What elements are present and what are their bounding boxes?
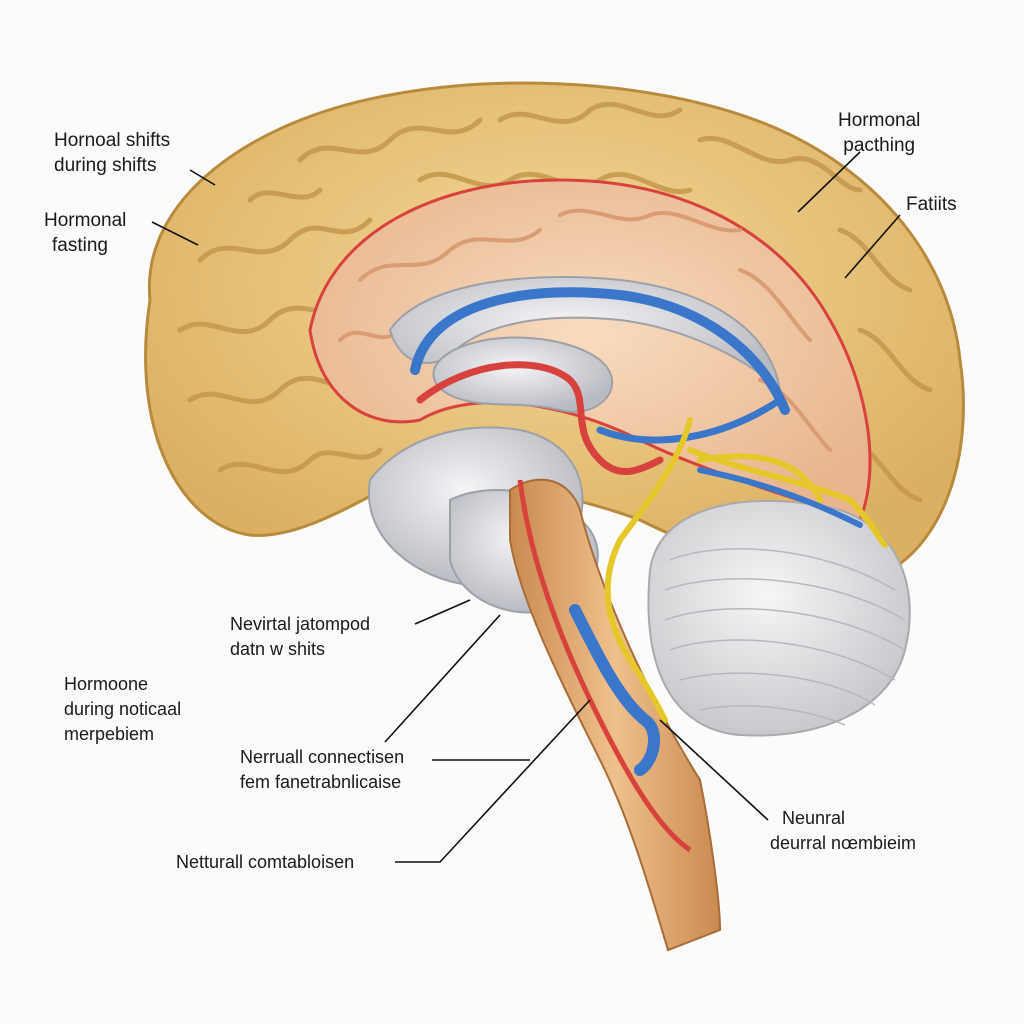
label-line: Hormonal [44, 210, 127, 231]
leader-mid-1 [414, 599, 471, 625]
cerebellum [647, 499, 911, 737]
label-line: datn w shits [230, 639, 326, 659]
red-vessel [416, 361, 664, 476]
label-neunral: Neunral deurral nœmbieim [770, 806, 916, 856]
label-line: merpebiem [64, 724, 155, 744]
label-line: deurral nœmbieim [770, 833, 917, 853]
label-line: Nevirtal jatompod [230, 614, 371, 634]
label-netturall: Netturall comtabloisen [176, 850, 354, 875]
label-fatiits: Fatiits [906, 192, 957, 217]
label-hormoone: Hormoone during noticaal merpebiem [64, 672, 181, 747]
label-hormonal-fasting: Hormonal fasting [44, 208, 126, 258]
leader-top-right-2 [844, 214, 901, 279]
label-line: Netturall comtabloisen [176, 852, 355, 872]
label-line: during shifts [54, 155, 157, 176]
inner-cortex [308, 178, 872, 522]
leader-bottom-right [659, 719, 769, 821]
leader-mid-2 [384, 614, 501, 743]
label-line: Hormoone [64, 674, 149, 694]
label-line: Neunral [782, 808, 846, 828]
brainstem-red-vessel [517, 479, 692, 853]
label-line: Fatiits [906, 194, 957, 215]
label-line: Hormonal [838, 110, 921, 131]
label-line: Hornoal shifts [54, 130, 171, 151]
label-line: Nerruall connectisen [240, 747, 405, 767]
leader-top-right-1 [797, 151, 861, 213]
leader-top-left-2 [151, 221, 199, 246]
label-line: fem fanetrabnlicaise [240, 772, 402, 792]
label-nevirtal: Nevirtal jatompod datn w shits [230, 612, 370, 662]
label-nerruall: Nerruall connectisen fem fanetrabnlicais… [240, 745, 404, 795]
label-hormonal-shifts: Hornoal shifts during shifts [54, 128, 170, 178]
leader-lines [151, 151, 901, 863]
blue-vessel-arch [410, 287, 790, 415]
brainstem-blue-vessel [569, 604, 661, 776]
leader-bottom-left [395, 699, 591, 863]
label-hormonal-pacthing: Hormonal pacthing [838, 108, 920, 158]
leader-top-left-1 [189, 169, 216, 186]
label-line: fasting [52, 235, 108, 256]
yellow-nerve [604, 417, 888, 723]
label-line: pacthing [843, 135, 916, 156]
cerebellum-folia [664, 548, 906, 726]
label-line: during noticaal [64, 699, 182, 719]
blue-nerve-branch [697, 467, 863, 528]
